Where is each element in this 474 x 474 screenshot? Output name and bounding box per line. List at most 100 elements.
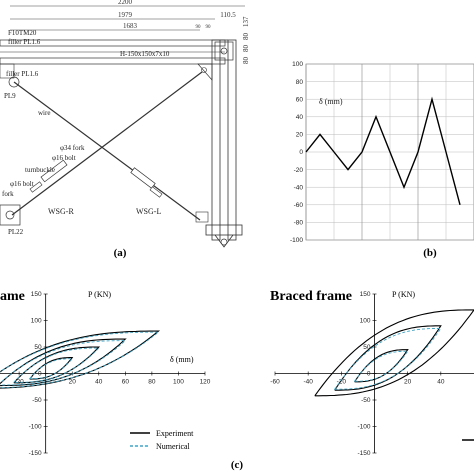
dim-1683: 1683 (123, 22, 138, 30)
label-bolt16a: φ16 bolt (52, 154, 76, 162)
ytick-label-c-right: -50 (361, 397, 371, 404)
numerical-loop-c-left (0, 331, 160, 389)
ytick-label-c-right: 100 (360, 318, 371, 325)
caption-a: (a) (114, 247, 127, 259)
legend-numerical: Numerical (156, 442, 191, 451)
ytick-label-c-right: 150 (360, 291, 371, 298)
ylabel-c-left: P (KN) (88, 290, 111, 299)
ytick-label-b: -80 (294, 220, 304, 227)
ytick-label-b: 100 (292, 61, 303, 68)
panel-c-left-chart: ame -60-40-2020406080100120150100500-50-… (0, 289, 211, 457)
gauge-wsg-l (149, 186, 163, 198)
right-upper-gusset (197, 63, 213, 81)
label-pl22: PL22 (8, 228, 24, 236)
experiment-loop-c-right (334, 325, 442, 391)
xtick-label-c-left: 40 (95, 379, 103, 386)
turnbuckle-l (130, 167, 156, 189)
caption-c: (c) (231, 459, 244, 471)
column-base-plate (205, 224, 243, 236)
dim-110: 110.5 (220, 11, 236, 19)
ytick-label-c-right: -150 (357, 450, 370, 457)
series-line-displacement (305, 96, 461, 205)
label-filler-top: filler PL1.6 (8, 38, 41, 46)
dim-v80c: 80 (242, 57, 250, 65)
caption-b: (b) (423, 247, 437, 259)
ytick-label-c-left: -150 (29, 450, 42, 457)
ytick-label-b: 60 (296, 96, 304, 103)
panel-a-drawing: 2200 1979 110.5 1683 90 90 137 80 80 80 … (0, 0, 250, 259)
label-wsg-l: WSG-L (136, 207, 161, 216)
turnbuckle-r (40, 159, 68, 183)
label-wsg-r: WSG-R (48, 207, 74, 216)
ytick-label-c-left: 100 (31, 318, 42, 325)
xtick-label-c-left: 100 (173, 379, 184, 386)
gauge-wsg-r (29, 181, 43, 193)
label-bolt16b: φ16 bolt (10, 180, 34, 188)
beam-column-joint (214, 41, 234, 61)
label-fork: fork (2, 190, 14, 198)
dim-v137: 137 (242, 16, 250, 27)
title-c-left: ame (0, 289, 25, 304)
ylabel-b: δ (mm) (319, 97, 343, 106)
label-f10tm20: F10TM20 (8, 29, 37, 37)
dim-v80a: 80 (242, 33, 250, 41)
dim-1979: 1979 (118, 11, 133, 19)
column-base-pin (214, 234, 234, 248)
ytick-label-c-left: 50 (34, 344, 42, 351)
label-turnbuckle: turnbuckle (25, 166, 55, 174)
ytick-label-b: -60 (294, 202, 304, 209)
xtick-label-c-left: 120 (200, 379, 211, 386)
experiment-loop-c-left (29, 357, 74, 380)
xtick-label-c-right: -20 (337, 379, 347, 386)
ytick-label-b: 40 (296, 114, 304, 121)
left-base-pin (5, 210, 15, 220)
numerical-loop-c-left (13, 347, 100, 383)
xlabel-c-left: δ (mm) (170, 355, 194, 364)
brace-wire-l (13, 81, 201, 221)
xtick-label-c-right: -60 (270, 379, 280, 386)
top-beam-flange-lower (0, 57, 226, 65)
right-upper-bolt (201, 67, 207, 73)
dim-2200: 2200 (118, 0, 133, 6)
curves-c-right (314, 309, 474, 397)
ytick-label-c-left: -100 (29, 424, 42, 431)
legend-experiment: Experiment (156, 429, 194, 438)
ytick-label-c-left: 150 (31, 291, 42, 298)
title-c-right: Braced frame (270, 289, 352, 304)
experiment-loop-c-left (0, 338, 127, 387)
xtick-label-c-left: 20 (69, 379, 77, 386)
dim-90a: 90 (196, 25, 202, 30)
beam-label: H-150x150x7x10 (120, 50, 170, 58)
xtick-label-c-right: -40 (303, 379, 313, 386)
column-flange-right (227, 39, 237, 241)
numerical-loop-c-right (354, 350, 409, 382)
left-base-anchor (0, 204, 21, 226)
ytick-label-b: -20 (294, 167, 304, 174)
ylabel-c-right: P (KN) (392, 290, 415, 299)
ytick-label-b: -100 (290, 237, 303, 244)
label-wire: wire (38, 109, 50, 117)
ytick-label-b: 20 (296, 132, 304, 139)
ytick-label-c-left: 0 (38, 371, 42, 378)
left-top-bracket (0, 63, 15, 79)
top-beam-flange (0, 39, 226, 47)
label-filler-left: filler PL1.6 (6, 70, 39, 78)
numerical-loop-c-right (334, 327, 442, 390)
experiment-loop-c-left (13, 346, 101, 384)
xtick-label-c-right: 20 (404, 379, 412, 386)
experiment-loop-c-right (314, 309, 474, 397)
ytick-label-c-right: -100 (357, 424, 370, 431)
right-lower-gusset (195, 211, 209, 223)
dim-v80b: 80 (242, 45, 250, 53)
ytick-label-c-right: 50 (363, 344, 371, 351)
brace-wire-r (11, 71, 203, 216)
joint-pin (220, 47, 228, 55)
xtick-label-c-right: 40 (437, 379, 445, 386)
dim-90b: 90 (206, 25, 212, 30)
label-fork34: φ34 fork (60, 144, 85, 152)
